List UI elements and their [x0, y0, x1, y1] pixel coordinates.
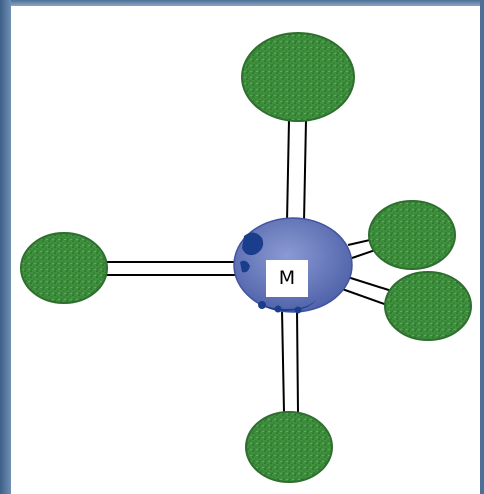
central-atom-edge-flecks	[240, 232, 316, 314]
window-frame-right	[480, 0, 484, 494]
bond-left	[105, 261, 236, 276]
window-frame-left	[0, 0, 11, 494]
ligand-atom-bottom	[245, 411, 333, 483]
window-frame-top	[0, 0, 484, 6]
ligand-atom-top	[241, 32, 355, 122]
bond-bottom	[281, 309, 299, 413]
bond-top	[286, 119, 307, 223]
central-atom-label: M	[266, 260, 308, 297]
ligand-atom-upper-right	[368, 200, 456, 270]
ligand-atom-left	[20, 232, 108, 304]
ligand-atom-lower-right	[384, 271, 472, 341]
